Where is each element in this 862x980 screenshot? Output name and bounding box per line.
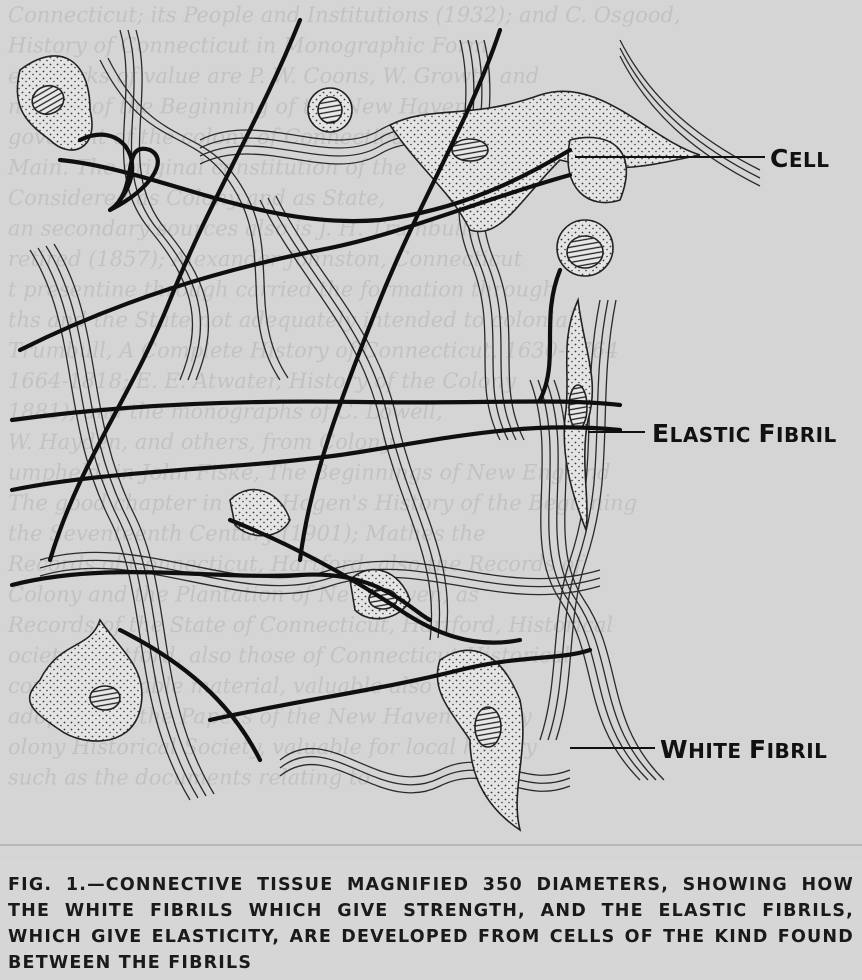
cell (436, 649, 524, 832)
elastic-fibril (57, 147, 573, 224)
white-fibril-bundle (119, 29, 210, 381)
elastic-fibril (537, 267, 563, 403)
cell (28, 618, 143, 742)
bleed-through-line: History of Connecticut in Monographic Fo… (7, 34, 494, 58)
elastic-fibril-label: ELASTIC FIBRIL (652, 419, 837, 448)
white-fibril-bundle (279, 747, 571, 794)
cell (388, 90, 701, 233)
elastic-fibril (77, 132, 135, 203)
elastic-fibrils (9, 17, 623, 763)
elastic-fibril (207, 647, 593, 723)
bleed-through-line: Connecticut; its People and Institutions… (8, 3, 681, 27)
bleed-through-line: Main. The original constitution of the (7, 156, 407, 180)
white-fibril-bundle (259, 195, 449, 641)
connective-tissue-illustration: Connecticut; its People and Institutions… (0, 3, 862, 846)
bleed-through-line: 1664-1818; E. E. Atwater, History of the… (8, 369, 517, 393)
elastic-fibril (17, 172, 573, 353)
white-fibril-bundle (619, 39, 761, 187)
cells (16, 55, 701, 832)
bleed-through-line: t presentine through carried the formati… (8, 278, 556, 302)
cell (307, 87, 353, 133)
elastic-fibril (9, 399, 623, 423)
elastic-fibril (227, 517, 523, 645)
white-fibril-label: WHITE FIBRIL (660, 735, 827, 764)
bleed-through-line: retired (1857); Alexander Johnston, Conn… (8, 247, 523, 271)
cell-label: CELL (770, 144, 830, 173)
cell (16, 55, 93, 151)
figure-caption: Fig. 1.—Connective tissue magnified 350 … (8, 875, 854, 973)
bleed-through-line: Trumbull, A Complete History of Connecti… (8, 339, 619, 363)
elastic-fibril (297, 27, 503, 563)
leader-lines (570, 156, 765, 749)
elastic-fibril (47, 17, 303, 563)
bleed-through-line: The good chapter in F. L. Hogen's Histor… (8, 491, 637, 515)
bleed-through-line: Considered as Colony and as State, (8, 186, 385, 210)
elastic-fibril (9, 425, 623, 493)
elastic-fibril (9, 570, 433, 623)
bleed-through-line: such as the documents relating to (8, 766, 370, 790)
white-fibril-bundle (99, 57, 289, 381)
cell (567, 136, 628, 204)
cell (556, 219, 614, 277)
elastic-fibril (117, 627, 263, 763)
